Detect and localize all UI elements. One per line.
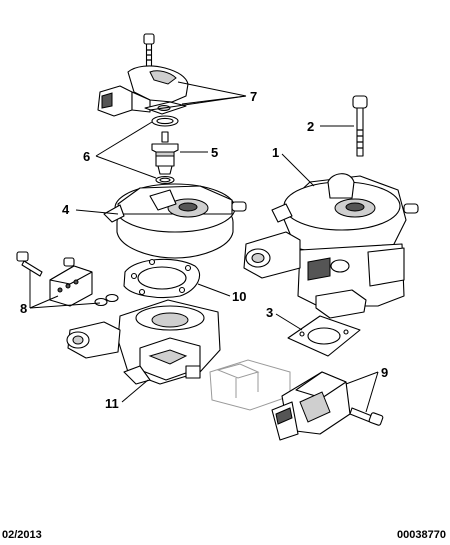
part-3-gasket [287,315,361,357]
callout-1: 1 [272,145,279,160]
callout-5: 5 [211,145,218,160]
part-7-screw [143,33,155,67]
part-4-throttle-body-upper [103,183,247,259]
callout-6: 6 [83,149,90,164]
callout-8: 8 [20,301,27,316]
part-11-throttle-body-lower [66,299,221,385]
part-8-washers [94,293,119,307]
part-7-cap [97,65,189,117]
callout-labels: 7 2 6 5 1 4 10 8 3 9 11 [20,89,388,411]
part-9-actuator [271,371,351,441]
callout-4: 4 [62,202,70,217]
leader-lines [29,81,379,413]
footer-date: 02/2013 [2,529,42,541]
part-8-sensor [49,257,93,307]
callout-9: 9 [381,365,388,380]
part-6-o-ring-upper [151,115,179,127]
part-8-screw [16,251,43,277]
footer-reference-number: 00038770 [397,529,446,541]
part-2-bolt [352,95,368,157]
part-6-o-ring-lower [155,175,175,185]
callout-11: 11 [105,396,119,411]
callout-7: 7 [250,89,257,104]
part-5-injector [151,131,179,175]
callout-10: 10 [232,289,246,304]
part-9-screw [349,407,384,426]
part-1-throttle-body-assembly [243,173,419,319]
intake-manifold-outline [209,359,291,411]
callout-2: 2 [307,119,314,134]
callout-3: 3 [266,305,273,320]
part-10-gasket [123,258,200,299]
